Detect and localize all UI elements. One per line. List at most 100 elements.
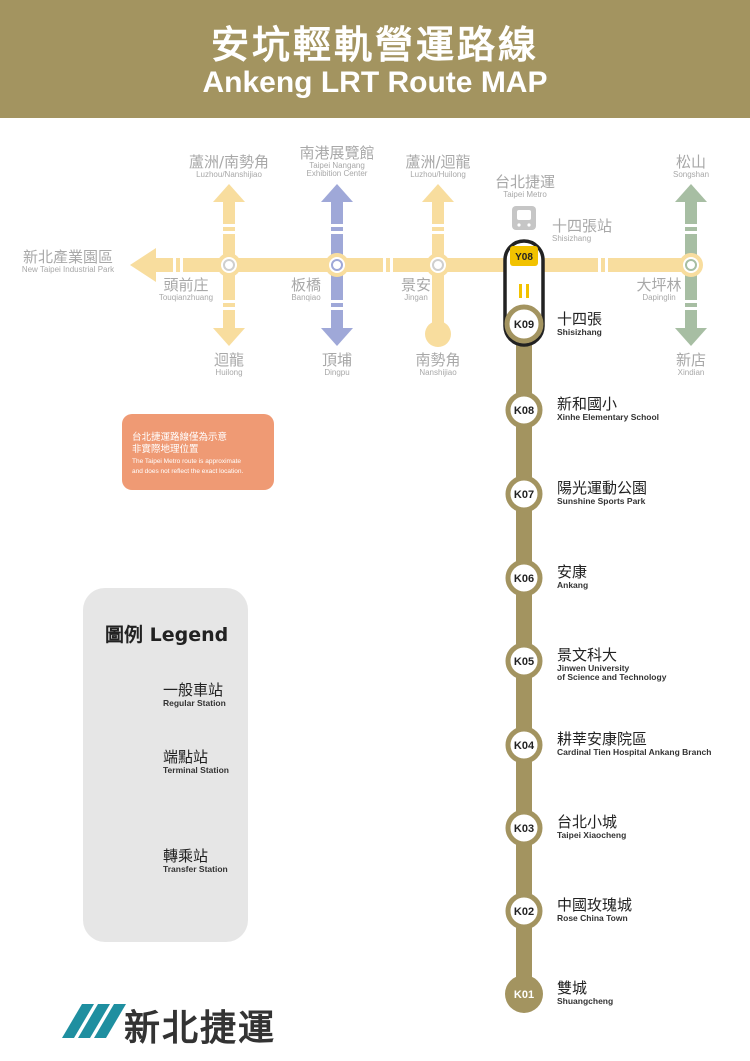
station-nanshijiao: 南勢角 Nanshijiao — [403, 352, 473, 377]
new-taipei-metro-logo-icon — [62, 1004, 126, 1038]
station-code: K03 — [514, 823, 534, 835]
station-code: K04 — [514, 740, 535, 752]
label-zh: 蘆洲/迴龍 — [405, 153, 471, 171]
station-name-zh: 陽光運動公園 — [557, 479, 648, 497]
label-en: Songshan — [672, 169, 710, 179]
disclaimer-note: 台北捷運路線僅為示意 非實際地理位置 The Taipei Metro rout… — [122, 414, 274, 490]
transfer-k-code: K09 — [514, 319, 534, 331]
label-en: Banqiao — [291, 292, 321, 302]
dest-xindian: 新店 Xindian — [661, 351, 721, 377]
station-banqiao: 板橋 Banqiao — [276, 276, 336, 302]
station-code: K01 — [514, 989, 534, 1001]
line-breaks — [173, 256, 608, 274]
arrow-up-icon — [213, 184, 245, 202]
station-name-en: Ankang — [557, 579, 589, 590]
label-en: Luzhou/Huilong — [410, 169, 466, 179]
transfer-y-code: Y08 — [515, 252, 533, 263]
label-zh: 大坪林 — [636, 276, 682, 294]
label-zh: 板橋 — [290, 276, 321, 294]
interchange-stations — [217, 253, 703, 277]
arrow-left-icon — [130, 248, 156, 282]
circular-line-track — [148, 258, 696, 272]
arrow-down-icon — [213, 328, 245, 346]
label-zh: 景安 — [400, 276, 431, 294]
dest-luzhou-nanshijiao: 蘆洲/南勢角 Luzhou/Nanshijiao — [179, 154, 279, 179]
station-marker — [505, 559, 543, 597]
note-zh-2: 非實際地理位置 — [132, 443, 199, 455]
legend-title: 圖例 Legend — [105, 624, 229, 646]
station-name-en: Xinhe Elementary School — [557, 411, 660, 422]
station-name-en: Shuangcheng — [557, 995, 614, 1006]
ankeng-station-label: 耕莘安康院區 Cardinal Tien Hospital Ankang Bra… — [557, 731, 711, 757]
ankeng-station-label: 中國玫瑰城 Rose China Town — [557, 897, 632, 923]
station-code: K08 — [514, 405, 534, 417]
taipei-metro-label: 台北捷運 Taipei Metro — [484, 173, 566, 199]
label-zh: 新店 — [675, 351, 706, 369]
note-en-1: The Taipei Metro route is approximate — [132, 457, 241, 465]
label-zh: 新北產業園區 — [22, 248, 113, 266]
station-marker — [505, 809, 543, 847]
logo-text: 新北捷運 — [124, 1008, 277, 1049]
station-name-zh: 中國玫瑰城 — [557, 896, 633, 914]
station-name-zh: 新和國小 — [557, 395, 618, 413]
station-shisizhang-metro: 十四張站 Shisizhang — [552, 218, 622, 243]
label-zh: 頭前庄 — [163, 276, 209, 294]
label-zh: 南港展覽館 — [299, 144, 375, 162]
arrow-down-icon — [675, 328, 707, 346]
legend-panel: 圖例 Legend 一般車站 Regular Station 端點站 Termi… — [83, 588, 248, 942]
station-marker — [505, 391, 543, 429]
note-en-2: and does not reflect the exact location. — [132, 467, 244, 475]
station-dapinglin: 大坪林 Dapinglin — [622, 276, 696, 302]
station-name-en: Rose China Town — [557, 912, 628, 923]
header-banner: 安坑輕軌營運路線 Ankeng LRT Route MAP — [0, 0, 750, 118]
label-zh: 迴龍 — [213, 351, 244, 369]
station-name-zh: 十四張 — [557, 310, 603, 328]
station-code: K07 — [514, 489, 534, 501]
legend-label-zh: 轉乘站 — [163, 847, 209, 865]
station-code: K02 — [514, 906, 534, 918]
label-en: New Taipei Industrial Park — [21, 264, 115, 274]
label-en: Luzhou/Nanshijiao — [196, 169, 262, 179]
label-en: Xindian — [677, 367, 705, 377]
ankeng-station-label: 雙城 Shuangcheng — [557, 980, 613, 1006]
arrow-up-icon — [321, 184, 353, 202]
ankeng-station-label: 陽光運動公園 Sunshine Sports Park — [557, 480, 647, 506]
legend-transfer-station: 轉乘站 Transfer Station — [163, 847, 228, 875]
ankeng-station-label: 景文科大 Jinwen University of Science and Te… — [557, 647, 666, 682]
station-name-zh: 安康 — [557, 563, 588, 581]
label-en: Taipei Nangang — [309, 160, 365, 170]
ankeng-station-label: 安康 Ankang — [557, 564, 588, 590]
ankeng-station-label: 新和國小 Xinhe Elementary School — [557, 396, 659, 422]
arrow-down-icon — [321, 328, 353, 346]
dest-industrial-park: 新北產業園區 New Taipei Industrial Park — [6, 248, 130, 274]
ankeng-station-label: 十四張 Shisizhang — [557, 311, 602, 337]
label-en: Jingan — [404, 292, 428, 302]
station-marker — [505, 642, 543, 680]
dest-songshan: 松山 Songshan — [656, 153, 726, 179]
label-en: Nanshijiao — [419, 367, 457, 377]
label-en: Touqianzhuang — [158, 292, 214, 302]
station-name-zh: 景文科大 — [557, 646, 618, 664]
legend-label-en: Regular Station — [163, 698, 226, 709]
dest-luzhou-huilong: 蘆洲/迴龍 Luzhou/Huilong — [392, 153, 484, 179]
label-zh: 松山 — [675, 153, 706, 171]
legend-label-zh: 一般車站 — [163, 681, 224, 699]
label-zh: 台北捷運 — [494, 173, 555, 191]
station-name-en: Jinwen University — [557, 662, 630, 673]
station-jingan: 景安 Jingan — [386, 276, 446, 302]
station-name-en: Shisizhang — [557, 326, 602, 337]
station-name-zh: 台北小城 — [557, 813, 618, 831]
station-marker — [505, 475, 543, 513]
station-name-en: Sunshine Sports Park — [557, 495, 646, 506]
dest-nangang: 南港展覽館 Taipei Nangang Exhibition Center — [282, 144, 392, 179]
ankeng-station-label: 台北小城 Taipei Xiaocheng — [557, 814, 626, 840]
terminal-station-marker — [505, 975, 543, 1013]
label-en: Dapinglin — [642, 292, 676, 302]
station-name-zh: 雙城 — [557, 979, 588, 997]
legend-label-en: Terminal Station — [163, 765, 229, 776]
legend-label-en: Transfer Station — [163, 864, 228, 875]
station-name-en: Cardinal Tien Hospital Ankang Branch — [557, 746, 712, 757]
station-code: K05 — [514, 656, 534, 668]
station-name-en: Taipei Xiaocheng — [557, 829, 627, 840]
